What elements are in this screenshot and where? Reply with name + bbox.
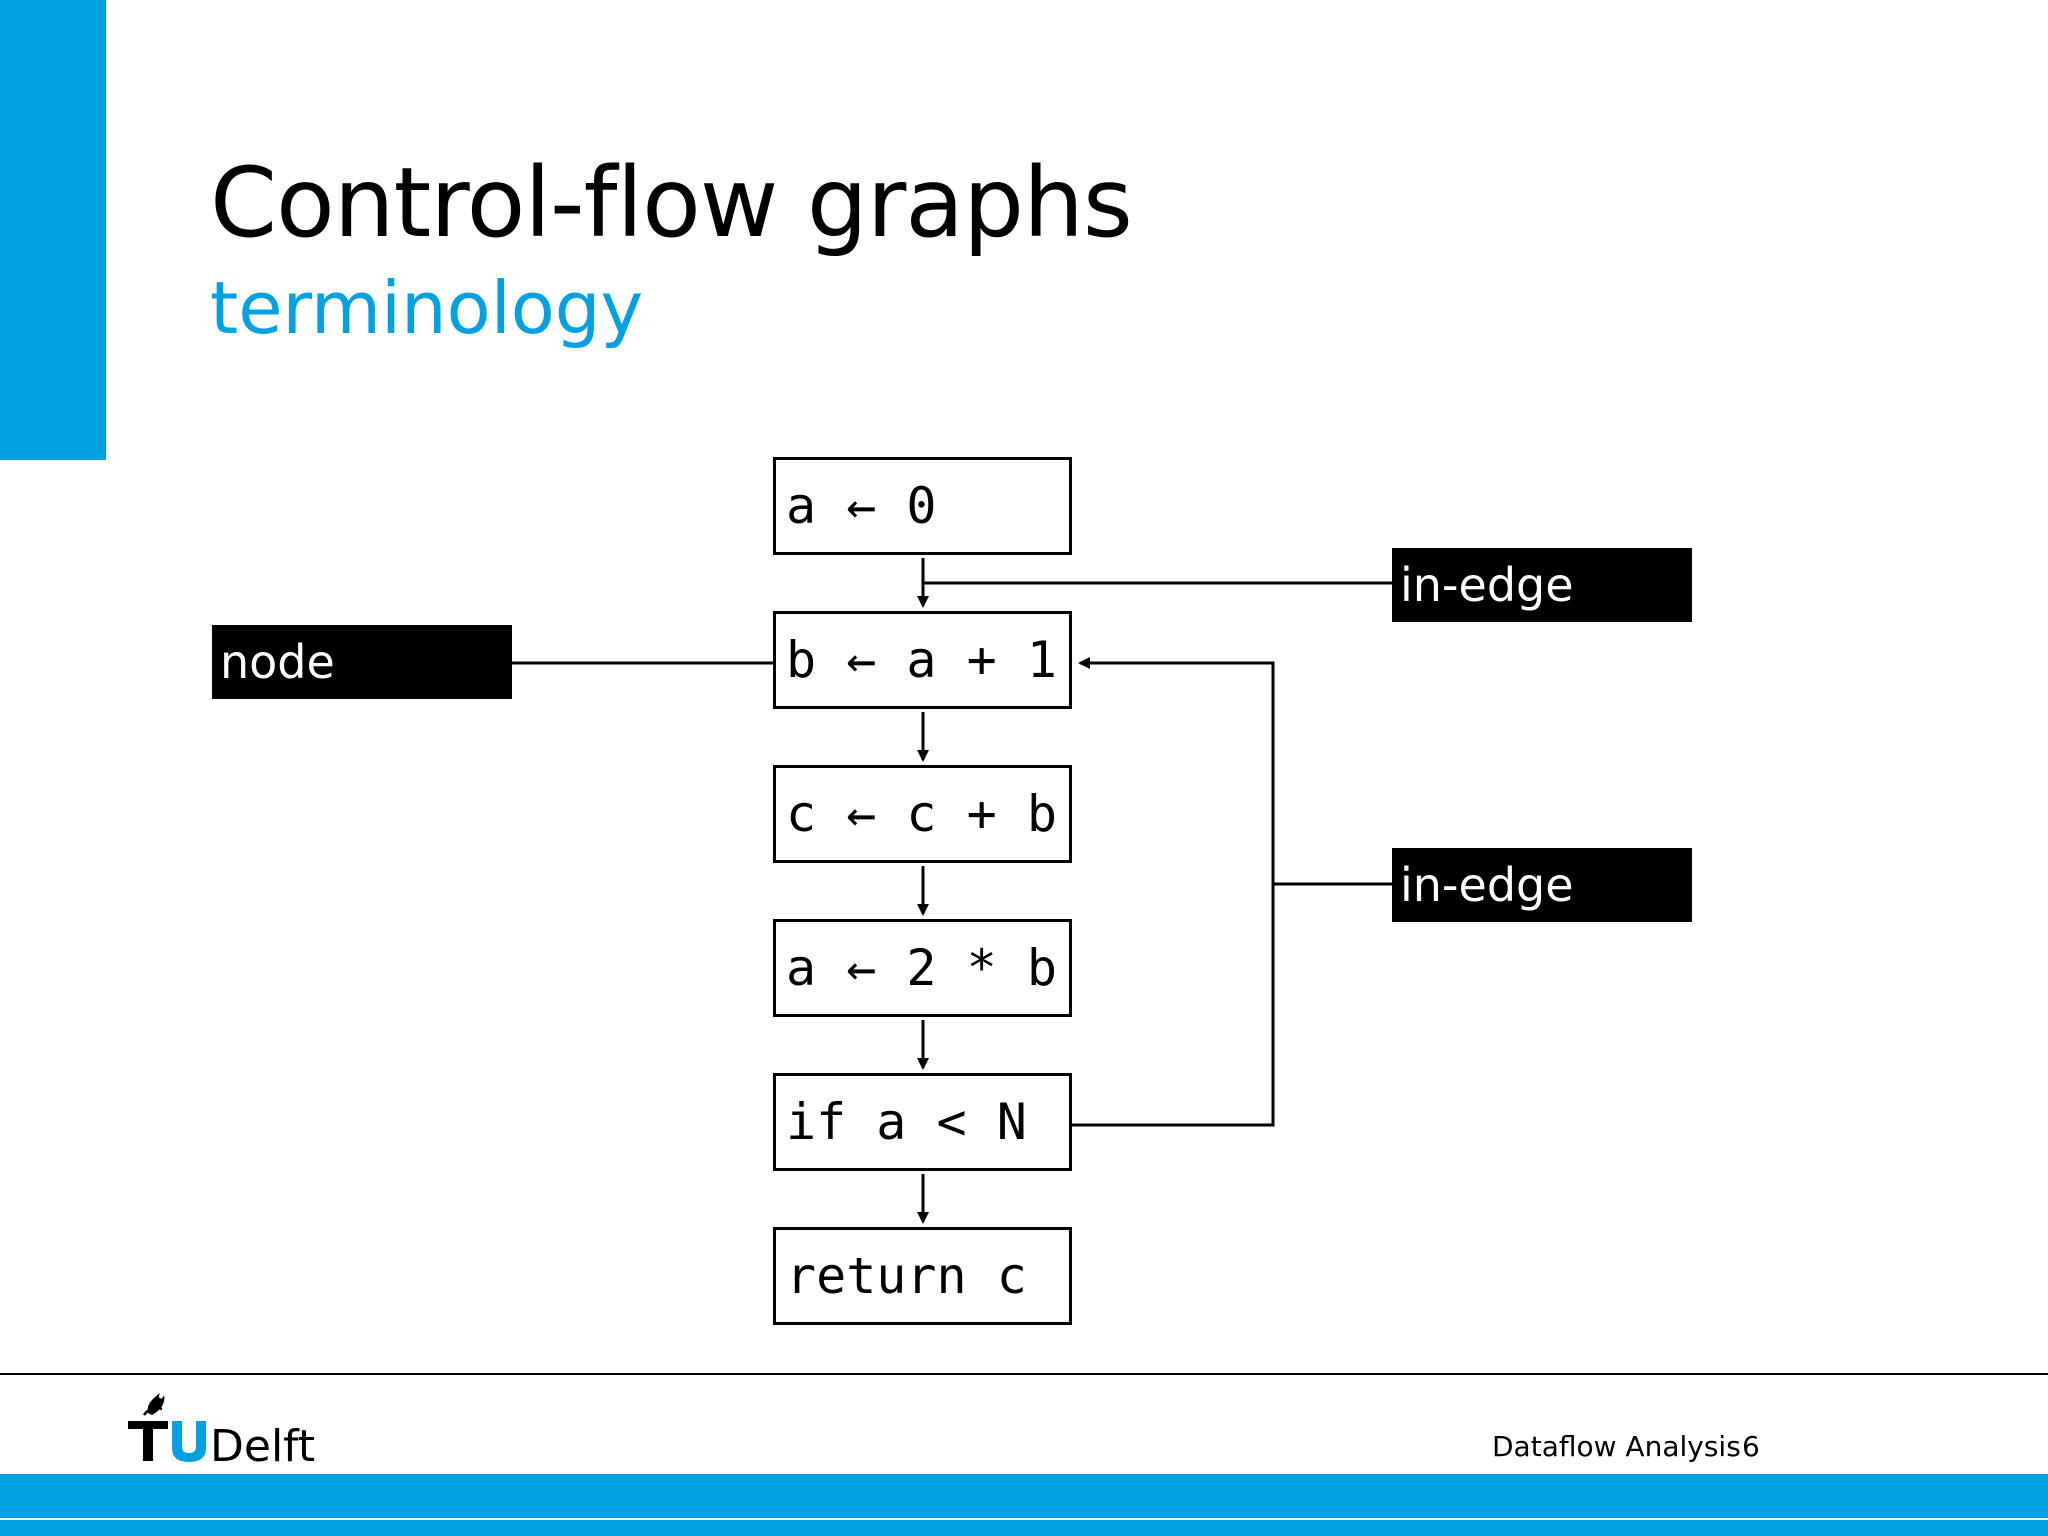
accent-bar	[0, 0, 106, 460]
callout-in-edge-top: in-edge	[1392, 548, 1692, 622]
page-number: 6	[1742, 1430, 1760, 1463]
footer-band	[0, 1474, 2048, 1518]
cfg-node: a ← 0	[773, 457, 1072, 555]
footer-divider	[0, 1373, 2048, 1375]
cfg-node: a ← 2 * b	[773, 919, 1072, 1017]
cfg-node: c ← c + b	[773, 765, 1072, 863]
back-edge-n5-n2	[1072, 657, 1275, 1127]
callout-in-edge-mid: in-edge	[1392, 848, 1692, 922]
footer-band-lower	[0, 1520, 2048, 1536]
slide-subtitle: terminology	[210, 266, 644, 350]
cfg-node: if a < N	[773, 1073, 1072, 1171]
cfg-node: b ← a + 1	[773, 611, 1072, 709]
slide-title: Control-flow graphs	[210, 147, 1133, 259]
cfg-node: return c	[773, 1227, 1072, 1325]
footer-course: Dataflow Analysis	[1492, 1430, 1741, 1463]
tudelft-logo: Delft	[128, 1393, 315, 1465]
callout-node: node	[212, 625, 512, 699]
svg-text:Delft: Delft	[210, 1421, 315, 1465]
